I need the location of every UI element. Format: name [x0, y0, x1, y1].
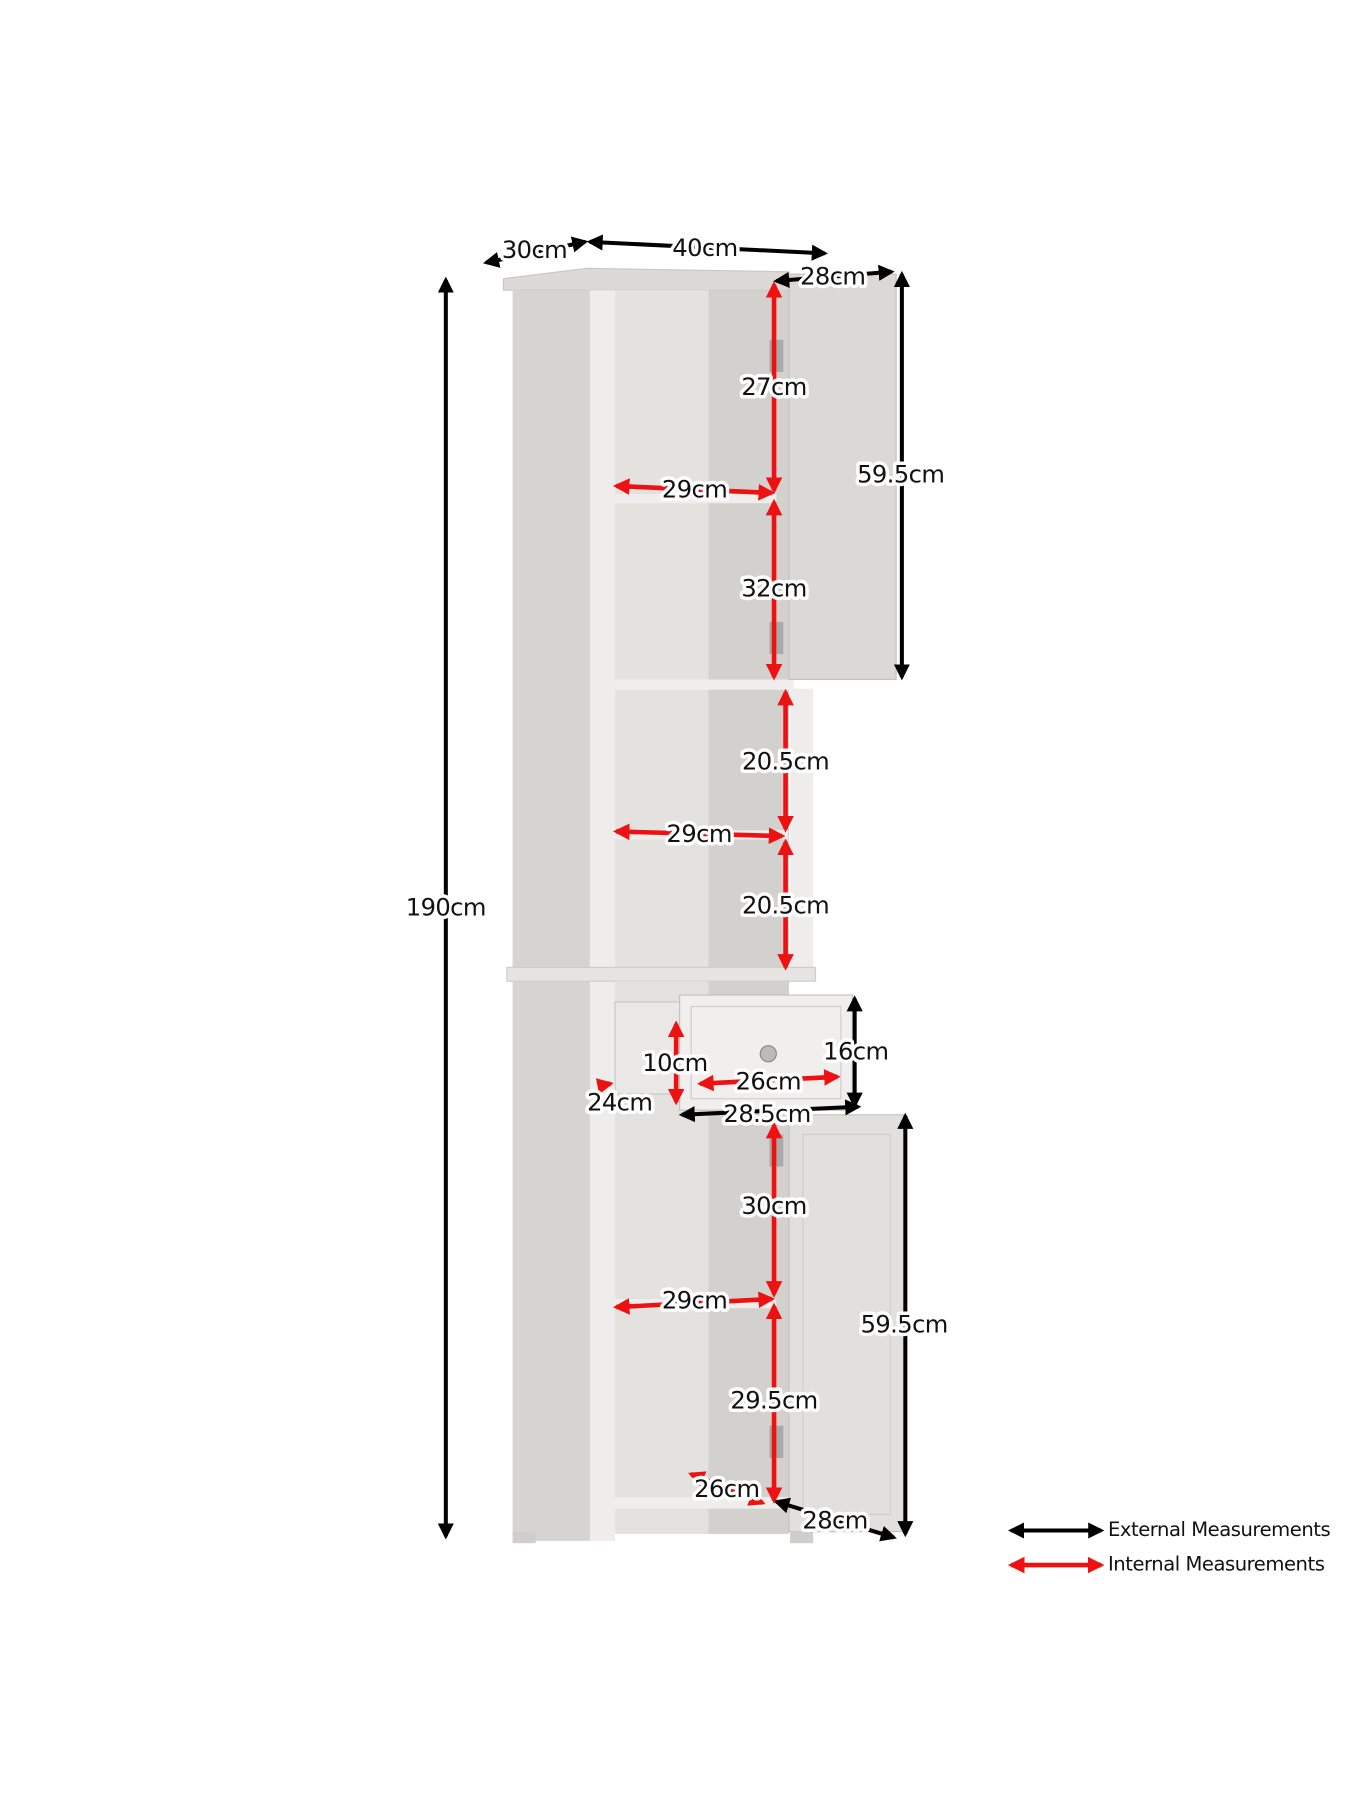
middle-board — [506, 966, 817, 982]
label-drawer-inner-height: 10cm — [642, 1049, 707, 1077]
external-arrows — [437, 234, 914, 1542]
label-lower-door-width: 28cm — [802, 1506, 867, 1534]
label-upper-door-height: 59.5cm — [857, 461, 944, 489]
label-lower-shelf-width: 29cm — [662, 1286, 727, 1314]
label-lower-door-height: 59.5cm — [861, 1311, 948, 1339]
label-drawer-height: 16cm — [823, 1038, 888, 1066]
label-upper-shelf-width: 29cm — [662, 476, 727, 504]
label-drawer-inner-width: 26cm — [736, 1068, 801, 1096]
label-width-top: 40cm — [672, 234, 737, 262]
label-drawer-width: 28.5cm — [724, 1100, 811, 1128]
top-board — [502, 267, 790, 291]
left-side-panel — [512, 290, 591, 1541]
label-upper-door-width: 28cm — [800, 263, 865, 291]
drawer-knob — [759, 1045, 777, 1063]
label-drawer-inner-depth: 24cm — [587, 1088, 652, 1116]
label-lower-top-height: 30cm — [741, 1192, 806, 1220]
label-open-top-height: 20.5cm — [742, 747, 829, 775]
shelf-2 — [615, 679, 794, 690]
leg-left — [512, 1531, 536, 1544]
legend-internal-label: Internal Measurements — [1108, 1553, 1325, 1576]
drawer-front-panel — [690, 1005, 842, 1100]
cabinet-illustration — [502, 267, 905, 1544]
label-upper-top-height: 27cm — [741, 373, 806, 401]
label-total-height: 190cm — [406, 894, 486, 922]
label-open-shelf-width: 29cm — [667, 820, 732, 848]
right-stile-open — [790, 688, 814, 971]
front-stile — [589, 290, 616, 1541]
legend-external-label: External Measurements — [1108, 1518, 1330, 1541]
legend: External Measurements Internal Measureme… — [1007, 1518, 1331, 1576]
label-upper-bottom-height: 32cm — [741, 575, 806, 603]
label-depth-top: 30cm — [502, 236, 567, 264]
internal-arrows — [595, 281, 841, 1506]
label-open-bottom-height: 20.5cm — [742, 891, 829, 919]
drawer-side — [614, 1001, 681, 1095]
label-lower-bottom-height: 29.5cm — [730, 1387, 817, 1415]
label-lower-depth: 26cm — [694, 1475, 759, 1503]
upper-back-panel — [615, 290, 710, 970]
